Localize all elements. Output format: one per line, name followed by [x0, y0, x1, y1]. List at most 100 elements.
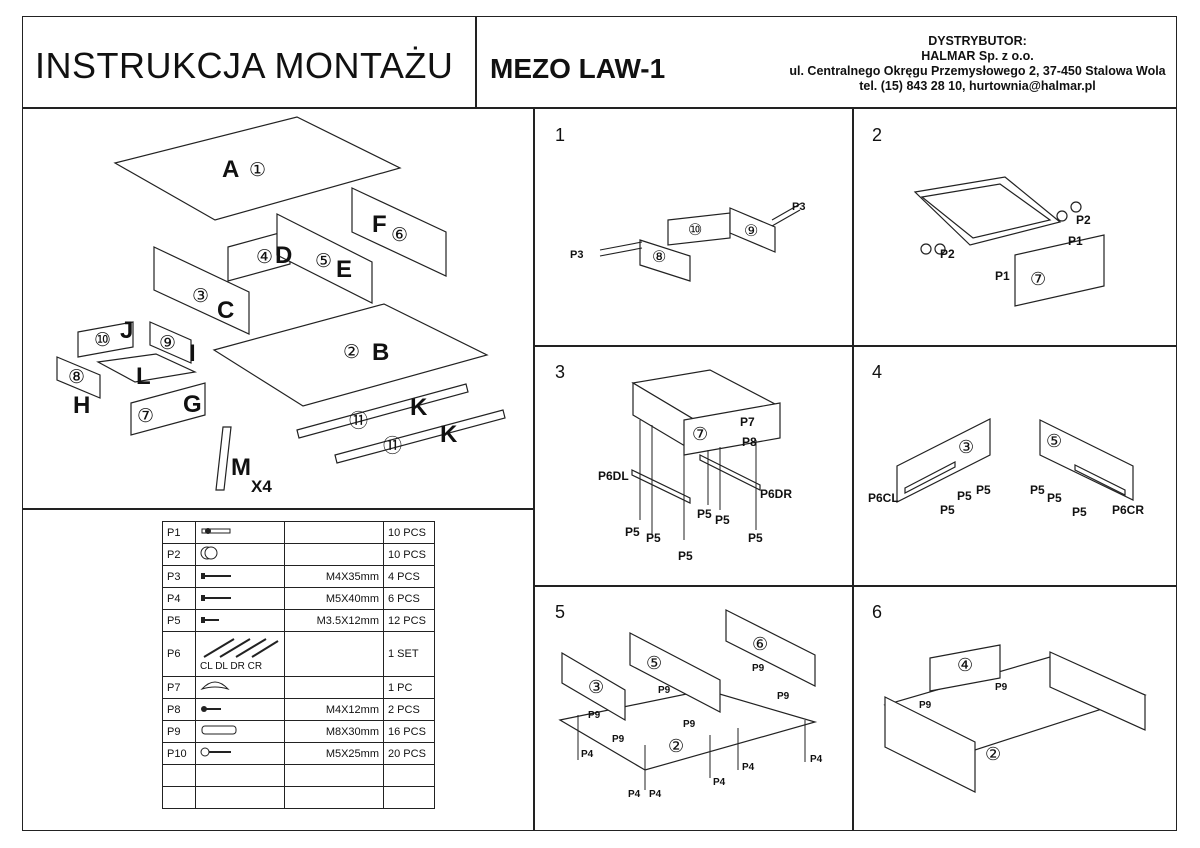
part-qty	[383, 764, 435, 787]
step5-p9-3: P9	[612, 734, 625, 745]
part-size: M4X12mm	[284, 698, 384, 721]
panel-a-top	[113, 116, 402, 221]
distributor-company: HALMAR Sp. z o.o.	[921, 49, 1034, 63]
label-k-1: K	[410, 394, 428, 421]
step5-p4-6: P4	[810, 754, 823, 765]
label-j: J	[120, 317, 133, 344]
part-qty: 2 PCS	[383, 698, 435, 721]
step4-p5-4: P5	[1030, 483, 1045, 497]
distributor-label: DYSTRYBUTOR:	[928, 34, 1027, 48]
step3-p5-4: P5	[697, 507, 712, 521]
distributor-address: ul. Centralnego Okręgu Przemysłowego 2, …	[789, 64, 1166, 78]
step3-p6dr: P6DR	[760, 487, 792, 501]
part-size: M8X30mm	[284, 720, 384, 743]
step5-p4-4: P4	[713, 777, 726, 788]
drawer-rails-icon: CL DL DR CR	[195, 631, 285, 677]
label-k-2: K	[440, 421, 458, 448]
step5-p4-5: P4	[742, 762, 755, 773]
num-d: ④	[256, 246, 273, 268]
step-1-number: 1	[555, 125, 566, 145]
step5-num-6: ⑥	[752, 634, 768, 655]
step1-panel-8	[639, 239, 691, 282]
step4-p5-6: P5	[1072, 505, 1087, 519]
step6-side-left	[884, 696, 976, 793]
step2-drawer-box	[913, 176, 1062, 246]
step2-p1-top: P1	[1068, 234, 1083, 248]
num-a: ①	[249, 159, 266, 181]
label-i: I	[189, 340, 196, 367]
num-k-2: ⑪	[383, 435, 402, 457]
dowel-pin-icon	[195, 521, 285, 544]
num-i: ⑨	[159, 332, 176, 354]
rail-k-2	[334, 409, 506, 464]
part-size	[284, 543, 384, 566]
step6-p9-1: P9	[919, 700, 932, 711]
step-6-number: 6	[872, 602, 883, 622]
step1-p3-left: P3	[570, 249, 583, 261]
step-5-diagram: P9 P9 P9 P9 P9 P9 P4 P4 P4 P4 P4 P4 ② ③ …	[558, 609, 823, 800]
step4-p6cl: P6CL	[868, 491, 899, 505]
panel-e	[276, 213, 373, 304]
step5-p4-3: P4	[649, 789, 662, 800]
num-b: ②	[343, 341, 360, 363]
num-e: ⑤	[315, 250, 332, 272]
panel-h	[56, 356, 101, 399]
header-title-divider	[475, 16, 477, 108]
part-qty: 4 PCS	[383, 565, 435, 588]
screw-icon	[195, 587, 285, 610]
part-size: M5X25mm	[284, 742, 384, 765]
step3-num-7: ⑦	[692, 424, 708, 445]
label-c: C	[217, 297, 234, 324]
step4-p5-1: P5	[976, 483, 991, 497]
part-size	[284, 676, 384, 699]
step3-p6dl: P6DL	[598, 469, 629, 483]
step2-num-7: ⑦	[1030, 269, 1046, 290]
long-screw-icon	[195, 742, 285, 765]
step1-num-8: ⑧	[652, 247, 666, 266]
distributor-info: DYSTRYBUTOR: HALMAR Sp. z o.o. ul. Centr…	[780, 34, 1175, 94]
num-j: ⑩	[94, 329, 111, 351]
num-k-1: ⑪	[349, 410, 368, 432]
step4-rail-right	[1074, 464, 1126, 496]
step3-p5-6: P5	[748, 531, 763, 545]
panel-f	[351, 187, 447, 277]
step2-front-panel-7	[1014, 234, 1105, 307]
part-code: P4	[162, 587, 196, 610]
step5-num-2: ②	[668, 736, 684, 757]
wood-dowel-icon	[195, 720, 285, 743]
part-qty: 16 PCS	[383, 720, 435, 743]
page-title: INSTRUKCJA MONTAŻU	[35, 45, 454, 86]
step3-p5-1: P5	[625, 525, 640, 539]
part-qty: 6 PCS	[383, 587, 435, 610]
leg-m	[215, 426, 232, 491]
part-size: M5X40mm	[284, 587, 384, 610]
rail-labels: CL DL DR CR	[200, 660, 263, 672]
step3-p5-2: P5	[646, 531, 661, 545]
part-code: P6	[162, 631, 196, 677]
label-m-qty: X4	[251, 477, 272, 496]
screw-icon	[195, 565, 285, 588]
step5-panel-5	[629, 632, 721, 713]
part-qty: 10 PCS	[383, 543, 435, 566]
step5-p4-2: P4	[628, 789, 641, 800]
part-size: M3.5X12mm	[284, 609, 384, 632]
step1-panel-10	[667, 212, 731, 246]
parts-row	[162, 764, 435, 787]
step6-num-4: ④	[957, 655, 973, 676]
step2-drawer-inner	[920, 183, 1052, 239]
step4-rail-left	[904, 461, 956, 494]
panel-d	[227, 229, 291, 282]
panel-g	[130, 382, 206, 436]
part-qty: 1 PC	[383, 676, 435, 699]
panel-j	[77, 321, 134, 358]
step5-num-3: ③	[588, 677, 604, 698]
step5-p4-1: P4	[581, 749, 594, 760]
num-c: ③	[192, 285, 209, 307]
part-qty: 10 PCS	[383, 521, 435, 544]
step-3-number: 3	[555, 362, 566, 382]
step2-p1-bottom: P1	[995, 269, 1010, 283]
step3-rail-left	[631, 469, 691, 504]
